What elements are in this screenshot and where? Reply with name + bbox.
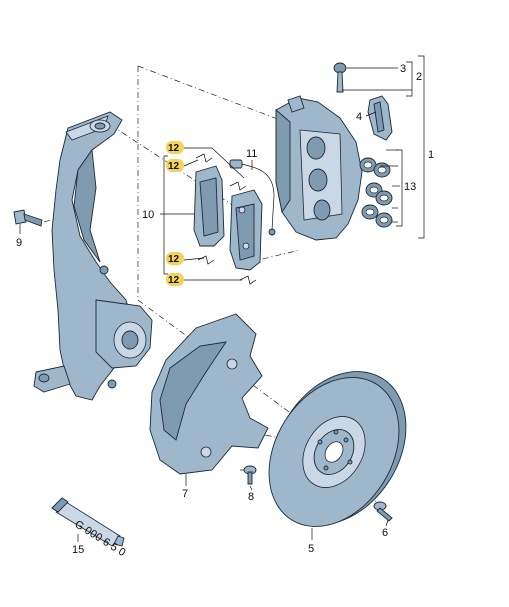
callout-9: 9 xyxy=(16,237,22,249)
callout-labels: 1 2 3 4 5 6 7 8 9 10 11 12 12 12 12 13 1… xyxy=(16,63,434,556)
callout-3: 3 xyxy=(400,63,406,75)
bracket-4 xyxy=(367,95,393,141)
callout-12-b: 12 xyxy=(168,161,180,172)
callout-7: 7 xyxy=(182,488,188,500)
callout-5: 5 xyxy=(308,543,314,555)
splash-shield xyxy=(149,313,269,475)
brake-caliper xyxy=(275,95,363,241)
brake-pads-10 xyxy=(193,165,263,271)
callout-4: 4 xyxy=(356,111,362,123)
highlight-badges xyxy=(166,141,184,286)
bolt-6 xyxy=(373,501,393,522)
wear-sensor-11 xyxy=(229,159,276,236)
badge-12-c xyxy=(166,252,184,265)
steering-knuckle xyxy=(33,111,153,401)
callout-8: 8 xyxy=(248,491,254,503)
callout-12-a: 12 xyxy=(168,143,180,154)
callout-6: 6 xyxy=(382,527,388,539)
seals-13 xyxy=(359,157,393,228)
badge-12-d xyxy=(166,273,184,286)
bolt-8 xyxy=(243,465,257,485)
callout-13: 13 xyxy=(404,181,416,193)
callout-2: 2 xyxy=(416,71,422,83)
callout-11: 11 xyxy=(246,148,257,160)
group-brackets xyxy=(163,55,425,275)
callout-15: 15 xyxy=(72,544,84,556)
leader-lines xyxy=(19,67,412,542)
grease-tube-15: G 000 6 5 0 xyxy=(51,497,128,559)
callout-10: 10 xyxy=(142,209,154,221)
callout-12-c: 12 xyxy=(168,254,180,265)
bleed-valve-3 xyxy=(333,62,347,93)
badge-12-a xyxy=(166,141,184,154)
brake-disc xyxy=(268,371,407,527)
bolt-9 xyxy=(13,209,43,227)
callout-12-d: 12 xyxy=(168,275,180,286)
badge-12-b xyxy=(166,159,184,172)
callout-1: 1 xyxy=(428,149,434,161)
